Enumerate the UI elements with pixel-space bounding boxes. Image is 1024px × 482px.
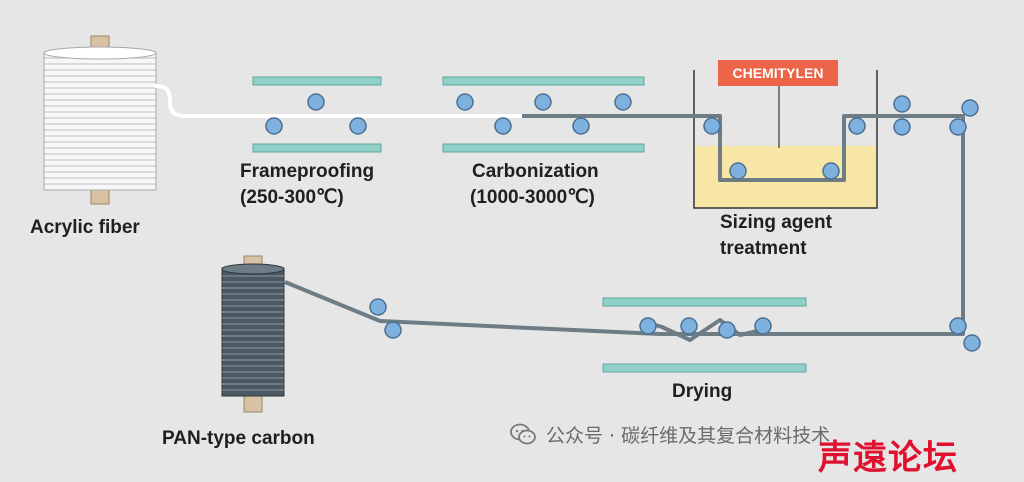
roller	[572, 117, 590, 135]
fiber-path-acrylic	[154, 84, 524, 118]
carbonization-temp-label: (1000-3000℃)	[470, 187, 595, 208]
roller	[949, 317, 967, 335]
roller	[754, 317, 772, 335]
roller	[456, 93, 474, 111]
roller	[949, 118, 967, 136]
roller	[893, 118, 911, 136]
treatment-label: treatment	[720, 238, 807, 259]
pan-carbon-label: PAN-type carbon	[162, 428, 315, 449]
roller	[893, 95, 911, 113]
frameproofing-plates	[252, 76, 382, 153]
drying-plates	[602, 297, 807, 373]
roller	[614, 93, 632, 111]
roller	[369, 298, 387, 316]
roller	[384, 321, 402, 339]
carbonization-plates	[442, 76, 645, 153]
fiber-path-carbon	[284, 114, 965, 336]
roller	[494, 117, 512, 135]
roller	[349, 117, 367, 135]
roller	[534, 93, 552, 111]
roller	[703, 117, 721, 135]
roller	[639, 317, 657, 335]
drying-label: Drying	[672, 381, 733, 402]
roller	[307, 93, 325, 111]
roller	[680, 317, 698, 335]
sizing-agent-label: Sizing agent	[720, 212, 832, 233]
frameproofing-temp-label: (250-300℃)	[240, 187, 344, 208]
roller	[822, 162, 840, 180]
roller	[718, 321, 736, 339]
acrylic-fiber-spool	[43, 35, 157, 205]
pan-carbon-spool	[221, 255, 285, 413]
chemitylen-tag: CHEMITYLEN	[718, 60, 838, 86]
watermark: 公众号 · 碳纤维及其复合材料技术	[510, 420, 830, 448]
fiber-zigzag	[641, 318, 763, 342]
sizing-bath	[693, 70, 878, 209]
rollers	[265, 93, 981, 352]
frameproofing-label: Frameproofing	[240, 161, 375, 182]
roller	[729, 162, 747, 180]
acrylic-fiber-label: Acrylic fiber	[30, 217, 140, 238]
carbonization-label: Carbonization	[472, 161, 599, 182]
roller	[265, 117, 283, 135]
roller	[961, 99, 979, 117]
watermark-logo: 声遠论坛	[818, 438, 958, 478]
watermark-text: 公众号 · 碳纤维及其复合材料技术	[546, 424, 831, 447]
roller	[963, 334, 981, 352]
wechat-icon	[510, 423, 536, 445]
roller	[848, 117, 866, 135]
